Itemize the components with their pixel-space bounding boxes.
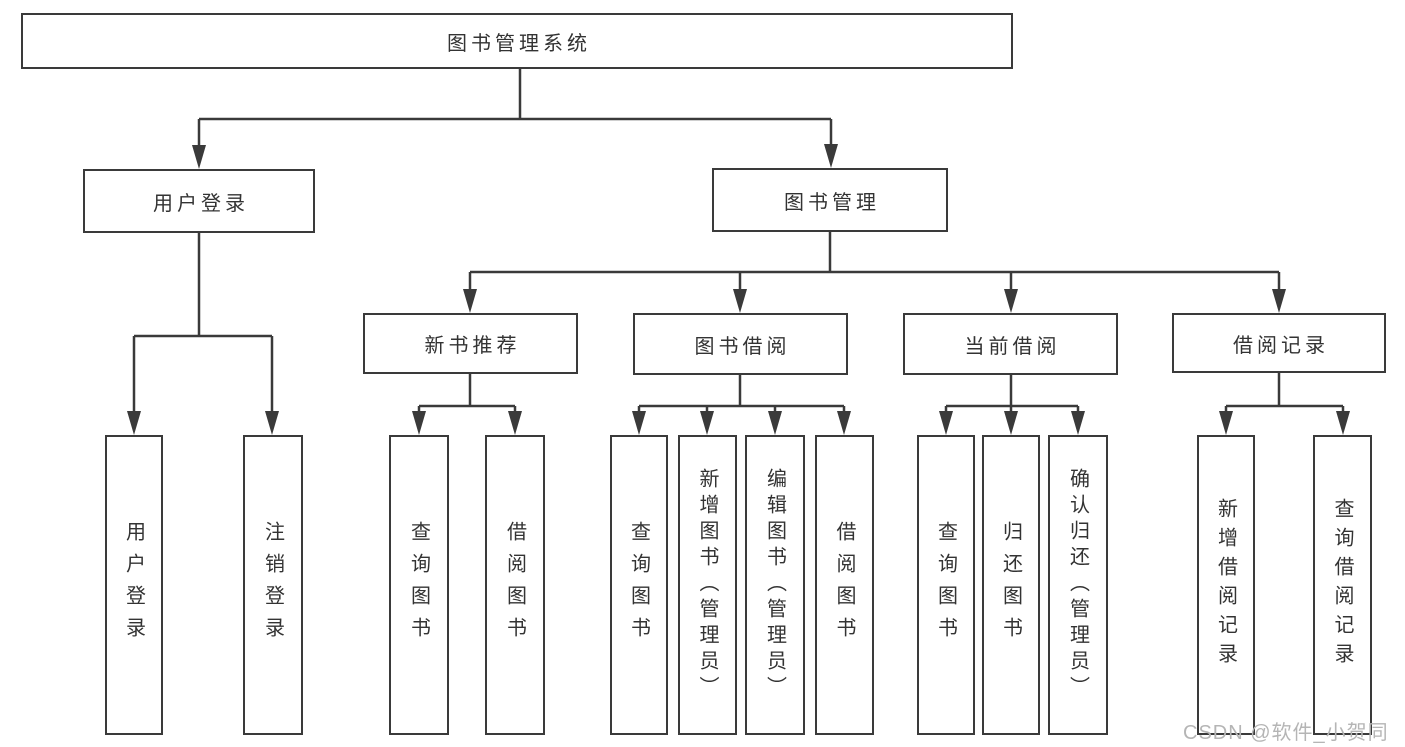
leaf-user-login: 用户登录: [105, 435, 163, 735]
arrowhead: [463, 289, 477, 313]
leaf-add-books-admin: 新增图书（管理员）: [678, 435, 737, 735]
arrowhead: [837, 411, 851, 435]
connector-root-to-level2: [192, 67, 838, 169]
leaf-add-borrow-record: 新增借阅记录: [1197, 435, 1255, 735]
arrowhead: [632, 411, 646, 435]
arrowhead: [265, 411, 279, 435]
arrowhead: [1336, 411, 1350, 435]
node-book-borrowing: 图书借阅: [633, 313, 848, 375]
node-new-book-recommend: 新书推荐: [363, 313, 578, 374]
csdn-watermark: CSDN @软件_小贺同学: [1183, 722, 1389, 744]
arrowhead: [1219, 411, 1233, 435]
leaf-confirm-return-admin: 确认归还（管理员）: [1048, 435, 1108, 735]
arrowhead: [1004, 289, 1018, 313]
arrowhead: [733, 289, 747, 313]
leaf-query-borrow-record: 查询借阅记录: [1313, 435, 1372, 735]
leaf-query-books-newbook: 查询图书: [389, 435, 449, 735]
leaf-return-books: 归还图书: [982, 435, 1040, 735]
leaf-edit-books-admin: 编辑图书（管理员）: [745, 435, 805, 735]
arrowhead: [768, 411, 782, 435]
arrowhead: [508, 411, 522, 435]
connector-user-login-to-leaves: [127, 233, 279, 435]
leaf-logout: 注销登录: [243, 435, 303, 735]
arrowhead: [824, 144, 838, 168]
arrowhead: [700, 411, 714, 435]
arrowhead: [939, 411, 953, 435]
node-user-login-group: 用户登录: [83, 169, 315, 233]
arrowhead: [1071, 411, 1085, 435]
connector-book-borrowing-to-leaves: [632, 375, 851, 435]
leaf-borrow-books-borrowing: 借阅图书: [815, 435, 874, 735]
node-borrowing-records: 借阅记录: [1172, 313, 1386, 373]
arrowhead: [1004, 411, 1018, 435]
leaf-query-books-current: 查询图书: [917, 435, 975, 735]
leaf-borrow-books-newbook: 借阅图书: [485, 435, 545, 735]
connector-new-book-to-leaves: [412, 374, 522, 435]
arrowhead: [1272, 289, 1286, 313]
connector-current-borrowing-to-leaves: [939, 375, 1085, 435]
connector-borrowing-records-to-leaves: [1219, 373, 1350, 435]
node-root: 图书管理系统: [21, 13, 1013, 69]
connector-book-management-to-level3: [463, 232, 1286, 313]
arrowhead: [412, 411, 426, 435]
node-book-management-group: 图书管理: [712, 168, 948, 232]
arrowhead: [192, 145, 206, 169]
leaf-query-books-borrowing: 查询图书: [610, 435, 668, 735]
arrowhead: [127, 411, 141, 435]
node-current-borrowing: 当前借阅: [903, 313, 1118, 375]
